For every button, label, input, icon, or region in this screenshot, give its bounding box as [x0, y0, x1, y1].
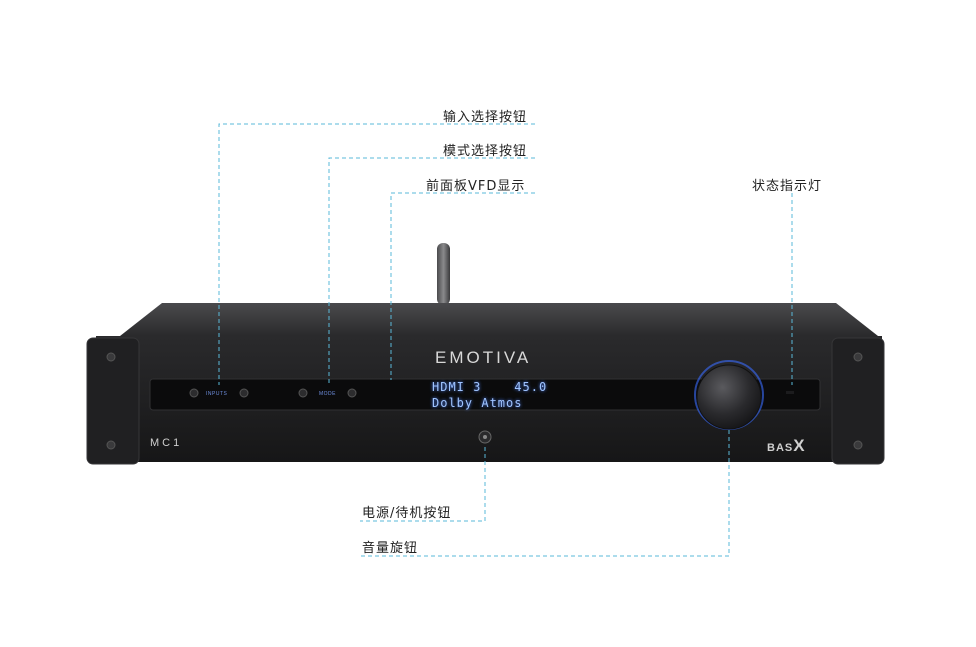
input-label: INPUTS: [206, 391, 228, 397]
callout-volume-knob: 音量旋钮: [362, 541, 419, 556]
guide-volume: [360, 430, 730, 557]
guide-power: [360, 447, 486, 522]
input-right-button[interactable]: [239, 388, 249, 398]
status-indicator: [786, 391, 794, 394]
volume-knob[interactable]: [696, 364, 762, 430]
vfd-line-1: HDMI 3 45.0: [432, 380, 547, 394]
guide-vfd: [390, 192, 535, 380]
vfd-volume: 45.0: [514, 380, 548, 394]
callout-guides: [218, 123, 793, 557]
callout-mode-button: 模式选择按钮: [443, 144, 528, 159]
brand-logo: EMOTIVA: [435, 348, 532, 367]
guide-mode: [328, 157, 535, 385]
vfd-line-2: Dolby Atmos: [432, 396, 523, 410]
screw: [106, 440, 116, 450]
power-icon: [483, 435, 487, 439]
series-prefix: BAS: [767, 442, 794, 454]
right-rack-handle: [831, 337, 885, 465]
series-logo: BASX: [767, 436, 806, 456]
screw: [106, 352, 116, 362]
mode-right-button[interactable]: [347, 388, 357, 398]
model-label: MC1: [150, 437, 183, 449]
mode-label: MODE: [319, 391, 336, 397]
input-left-button[interactable]: [189, 388, 199, 398]
wifi-antenna: [437, 243, 450, 305]
mode-left-button[interactable]: [298, 388, 308, 398]
callout-status-light: 状态指示灯: [752, 179, 823, 194]
callout-input-button: 输入选择按钮: [443, 110, 528, 125]
callout-power-button: 电源/待机按钮: [362, 506, 452, 521]
screw: [853, 440, 863, 450]
screw: [853, 352, 863, 362]
display-window: [149, 378, 821, 411]
series-suffix: X: [793, 436, 806, 455]
chassis-top: [120, 303, 878, 336]
guide-input: [218, 123, 535, 385]
left-rack-handle: [86, 337, 140, 465]
vfd-source: HDMI 3: [432, 380, 482, 394]
callout-vfd-display: 前面板VFD显示: [426, 179, 526, 194]
